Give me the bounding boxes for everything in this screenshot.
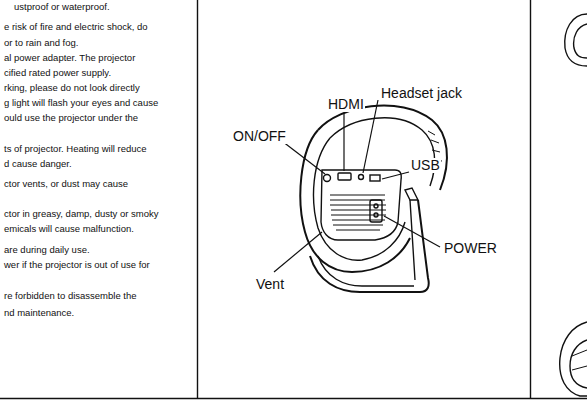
port-label: Headset jack [380,86,463,101]
notice-text: e risk of fire and electric shock, do [4,21,148,32]
port-label: HDMI [327,97,365,112]
notice-text: rking, please do not look directly [4,82,140,93]
notice-text: al power adapter. The projector [4,52,135,63]
switch-label: ON/OFF [232,129,287,144]
notice-text: wer if the projector is out of use for [4,259,150,270]
vent-label: Vent [255,277,285,292]
notice-text: g light will flash your eyes and cause [4,97,158,108]
notice-text: cified rated power supply. [4,67,111,78]
notice-text: d cause danger. [4,158,72,169]
notice-text: ctor vents, or dust may cause [4,178,128,189]
notice-text: are during daily use. [4,244,90,255]
notice-text: emicals will cause malfunction. [4,223,134,234]
notice-text: ould use the projector under the [4,112,138,123]
notice-text: ustproof or waterproof. [14,1,110,12]
port-label: USB [410,158,441,173]
notice-text: nd maintenance. [4,307,74,318]
notice-text: re forbidden to disassemble the [4,290,137,301]
notice-text: or to rain and fog. [4,37,78,48]
notice-text: ctor in greasy, damp, dusty or smoky [4,208,159,219]
port-label: POWER [443,241,498,256]
notice-text: ts of projector. Heating will reduce [4,143,147,154]
